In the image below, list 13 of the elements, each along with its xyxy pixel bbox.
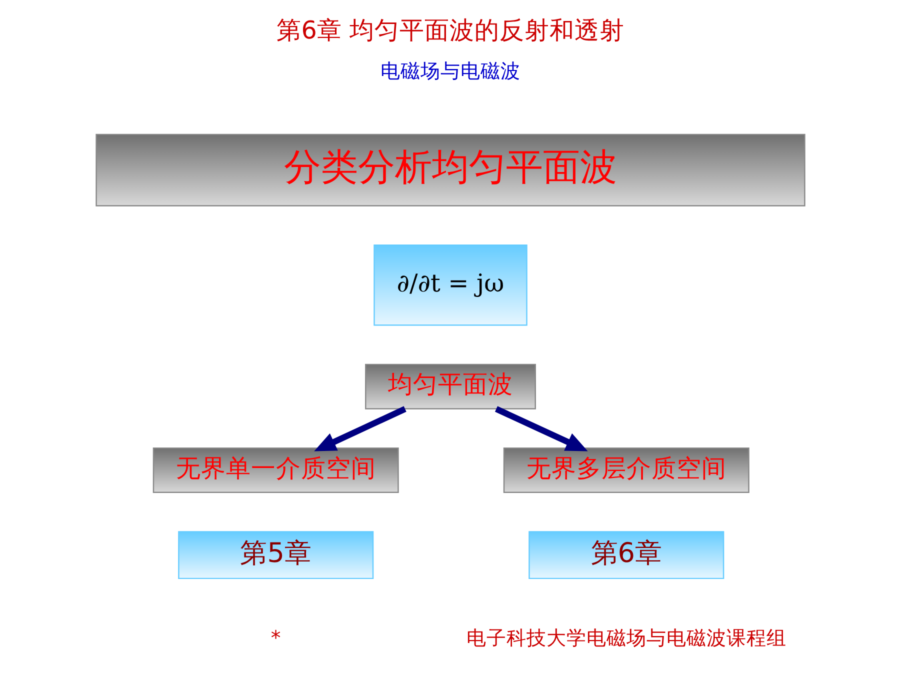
node-box: 均匀平面波 xyxy=(364,363,536,409)
arrow xyxy=(494,406,588,451)
diagram-title: 第6章 均匀平面波的反射和透射 xyxy=(276,15,624,44)
node-box: 分类分析均匀平面波 xyxy=(95,133,805,206)
node-box: 第6章 xyxy=(528,530,724,579)
label: 电磁场与电磁波 xyxy=(380,59,520,82)
node-box: 无界单一介质空间 xyxy=(152,446,398,492)
node-box: 无界多层介质空间 xyxy=(502,446,749,492)
node-box: 第5章 xyxy=(178,530,374,579)
label: 电子科技大学电磁场与电磁波课程组 xyxy=(466,626,786,650)
label: * xyxy=(270,626,280,650)
node-box: ∂/∂t = jω xyxy=(373,244,527,326)
arrow xyxy=(314,406,406,451)
